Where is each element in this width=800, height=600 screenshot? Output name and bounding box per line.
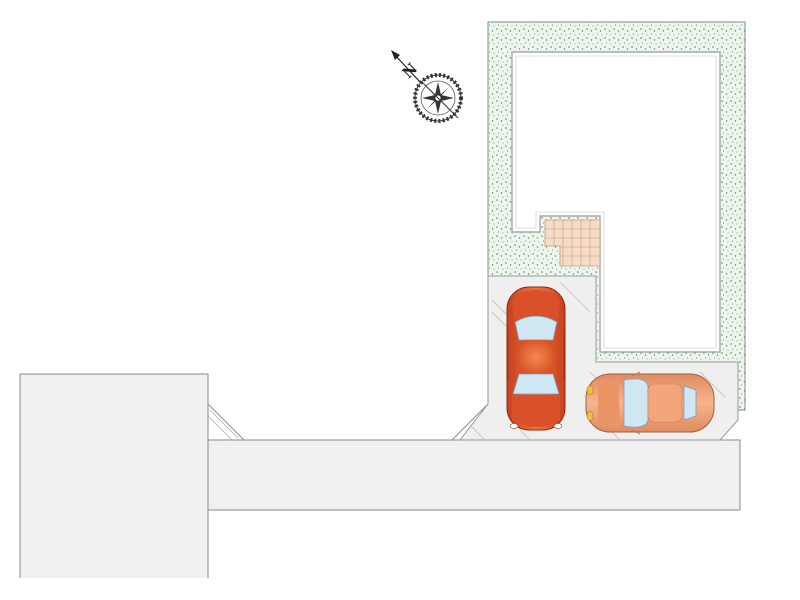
corner-cut-left bbox=[207, 403, 245, 441]
entrance-tiles bbox=[544, 219, 601, 267]
car-red-icon bbox=[506, 286, 566, 431]
corner-cut-right bbox=[451, 403, 489, 441]
house-outline bbox=[511, 51, 721, 353]
road-left-block bbox=[20, 374, 208, 578]
road-horizontal bbox=[207, 439, 741, 511]
compass-rose-icon bbox=[413, 73, 463, 123]
house-inner-line bbox=[515, 55, 717, 349]
car-peach-icon bbox=[585, 371, 715, 435]
north-arrow-icon bbox=[391, 50, 421, 83]
corner-cut-left-hatch bbox=[207, 409, 239, 441]
